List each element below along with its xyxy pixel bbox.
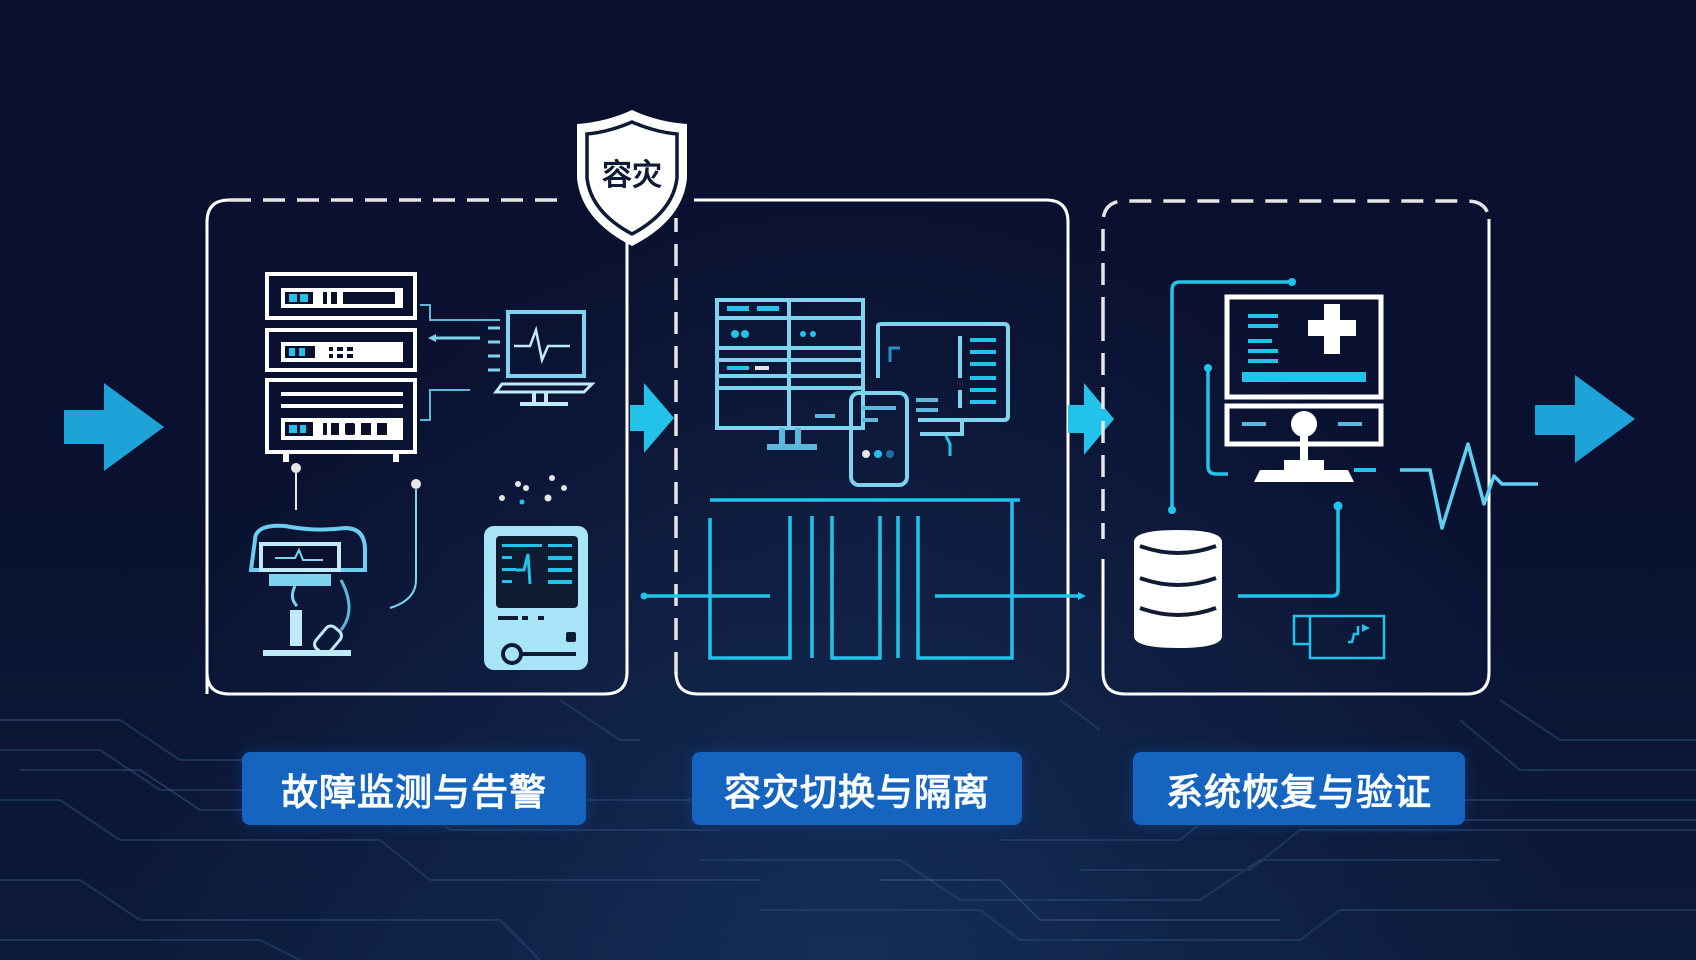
panel-frame xyxy=(674,198,1070,696)
diagnostic-device-icon xyxy=(248,523,367,656)
monitor-heartbeat-icon xyxy=(420,304,596,421)
shield-icon xyxy=(577,110,687,246)
battery-module-icon xyxy=(1292,614,1386,660)
arrow-right-icon xyxy=(64,383,164,471)
arrow-right-icon xyxy=(630,383,674,453)
isolation-switch-icon xyxy=(640,498,1086,660)
arrow-right-icon xyxy=(1068,383,1114,455)
badge-label: 容灾 xyxy=(602,158,662,193)
step-label-recovery-verification: 系统恢复与验证 xyxy=(1133,752,1465,825)
step-label-failover-isolation: 容灾切换与隔离 xyxy=(692,752,1022,825)
connector-lines xyxy=(1168,278,1343,598)
connector-lines xyxy=(291,463,421,609)
dashboard-monitor-icon xyxy=(715,298,865,450)
tablet-icon xyxy=(849,391,909,487)
medical-cross-monitor-icon xyxy=(1224,294,1384,482)
step-label-fault-monitoring: 故障监测与告警 xyxy=(242,752,586,825)
panel-frame xyxy=(205,198,629,696)
handheld-monitor-icon xyxy=(484,475,588,670)
server-rack-icon xyxy=(265,272,417,462)
ecg-line-icon xyxy=(1400,442,1538,530)
panel-frame xyxy=(1101,199,1491,696)
database-icon xyxy=(1134,530,1222,648)
secondary-monitor-icon xyxy=(876,322,1010,456)
arrow-right-icon xyxy=(1535,375,1635,463)
